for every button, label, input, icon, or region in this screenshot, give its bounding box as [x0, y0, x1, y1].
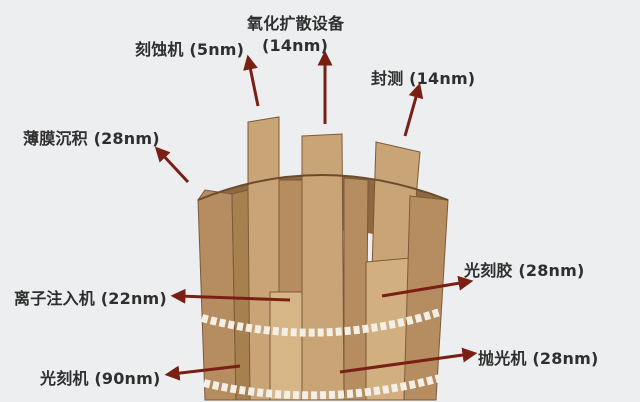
- arrow-polishing: [339, 347, 478, 374]
- label-thin-film-deposition: 薄膜沉积 (28nm): [23, 129, 160, 148]
- barrel-rim: [197, 174, 449, 201]
- arrow-ion-implant: [170, 288, 291, 304]
- stave-right: [403, 195, 449, 401]
- stave-oxidation: [301, 133, 345, 401]
- label-lithography-machine: 光刻机 (90nm): [40, 369, 161, 388]
- arrow-photoresist: [381, 275, 474, 298]
- stave-lithography: [231, 189, 251, 401]
- label-oxidation-equipment: 氧化扩散设备: [247, 14, 345, 33]
- label-photoresist: 光刻胶 (28nm): [464, 261, 585, 280]
- label-oxidation-value: (14nm): [262, 36, 329, 55]
- label-polishing-machine: 抛光机 (28nm): [478, 349, 599, 368]
- barrel-staves: [197, 116, 449, 401]
- stave-mid: [278, 179, 303, 293]
- rope-upper: [200, 308, 442, 337]
- stave-photoresist-left: [343, 177, 369, 401]
- arrow-lithography: [164, 364, 241, 381]
- arrow-sealing: [403, 82, 424, 137]
- rope-bands: [200, 308, 442, 400]
- label-etching-machine: 刻蚀机 (5nm): [135, 40, 245, 59]
- label-ion-implanter: 离子注入机 (22nm): [14, 289, 167, 308]
- arrows: [154, 50, 478, 381]
- arrow-etching: [243, 54, 260, 107]
- label-sealing-test: 封测 (14nm): [371, 69, 476, 88]
- arrow-thin-film: [154, 146, 190, 184]
- rope-lower: [203, 374, 442, 400]
- stave-left: [197, 189, 237, 401]
